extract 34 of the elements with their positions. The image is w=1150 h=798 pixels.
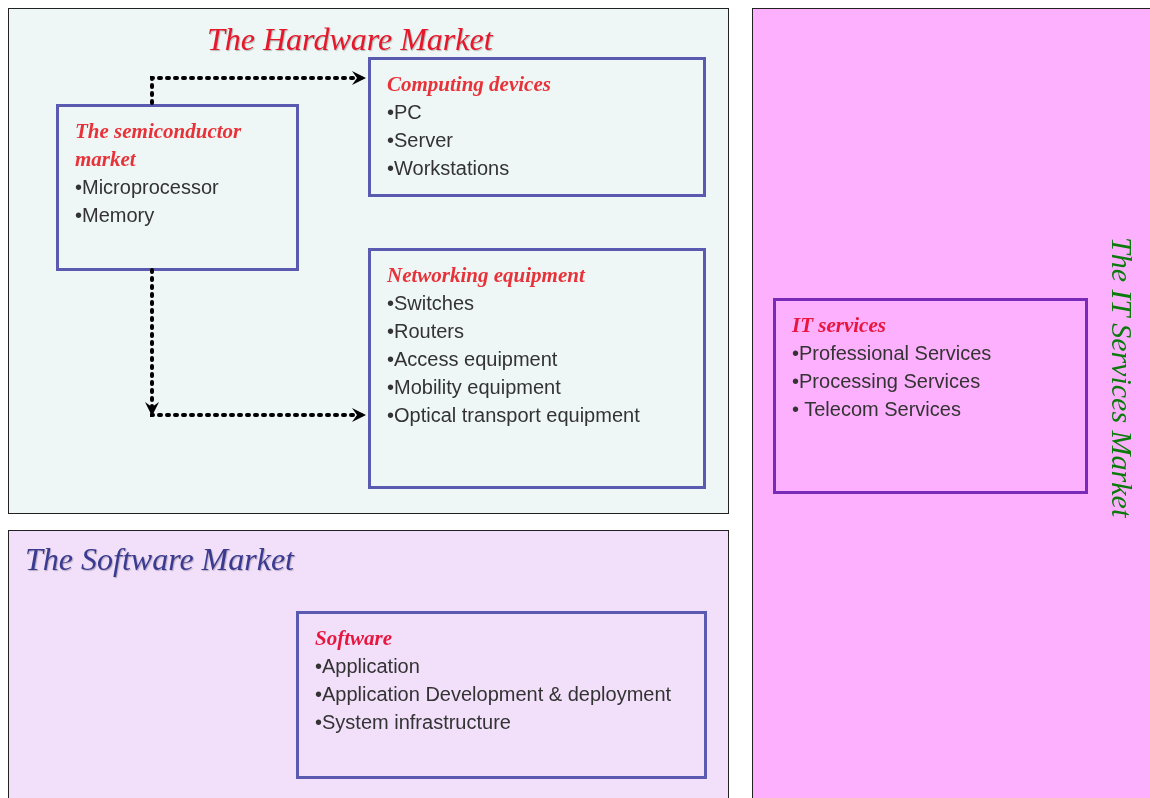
category-box: [56, 104, 299, 271]
box-heading: Computing devices: [387, 71, 552, 98]
market-panel: [8, 8, 729, 514]
list-item: •Microprocessor: [75, 175, 220, 200]
category-box: [296, 611, 707, 779]
list-item: •Mobility equipment: [387, 375, 562, 400]
category-box: [368, 57, 706, 197]
list-item: • Telecom Services: [792, 397, 962, 422]
list-item: •System infrastructure: [315, 710, 512, 735]
box-heading: Software: [315, 625, 393, 652]
list-item: •PC: [387, 100, 423, 125]
list-item: •Routers: [387, 319, 466, 344]
category-box: [368, 248, 706, 489]
category-box: [773, 298, 1088, 494]
list-item: •Optical transport equipment: [387, 403, 641, 428]
list-item: •Access equipment: [387, 347, 559, 372]
market-panel: [8, 530, 729, 798]
list-item: •Switches: [387, 291, 476, 316]
list-item: •Application Development & deployment: [315, 682, 673, 707]
panel-title: The Hardware Market: [207, 21, 493, 58]
panel-title: The IT Services Market: [1105, 237, 1139, 518]
list-item: •Server: [387, 128, 454, 153]
box-heading: IT services: [792, 312, 887, 339]
list-item: •Workstations: [387, 156, 511, 181]
panel-title: The Software Market: [25, 541, 294, 578]
list-item: •Memory: [75, 203, 156, 228]
list-item: •Professional Services: [792, 341, 993, 366]
box-heading: The semiconductor market: [75, 118, 243, 173]
box-heading: Networking equipment: [387, 262, 587, 289]
list-item: •Processing Services: [792, 369, 982, 394]
list-item: •Application: [315, 654, 421, 679]
market-panel: [752, 8, 1150, 798]
dotted-arrow: [145, 268, 367, 422]
dotted-arrow: [150, 71, 367, 105]
